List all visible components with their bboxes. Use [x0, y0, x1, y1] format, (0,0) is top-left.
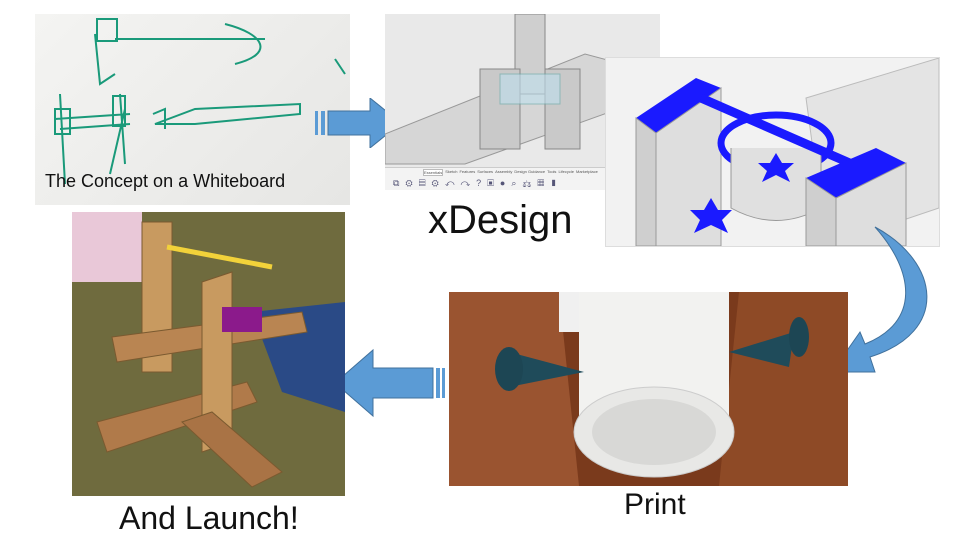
catapult: [72, 212, 345, 496]
tab-lifecycle: Lifecycle: [558, 169, 574, 174]
xdesign-model: [385, 14, 660, 165]
xdesign-caption: xDesign: [428, 198, 573, 242]
launch-caption: And Launch!: [119, 500, 299, 536]
printed-part: [449, 292, 848, 486]
xdesign-screenshot: Essentials Sketch Features Surfaces Asse…: [385, 14, 660, 190]
tab-design-guidance: Design Guidance: [514, 169, 546, 174]
tab-marketplace: Marketplace: [576, 169, 598, 174]
tab-assembly: Assembly: [495, 169, 513, 174]
model-render-image: [605, 57, 940, 247]
tab-tools: Tools: [547, 169, 557, 174]
whiteboard-caption: The Concept on a Whiteboard: [45, 171, 286, 191]
whiteboard-image: The Concept on a Whiteboard: [35, 14, 350, 205]
toolbar-icons: ⧉⚙▤⚙↶↷?▣●⌕⚖▦▮: [393, 178, 564, 188]
print-photo: [449, 292, 848, 486]
launch-photo: [72, 212, 345, 496]
curved-arrow-icon: [831, 226, 928, 373]
tab-features: Features: [459, 169, 476, 174]
tab-essentials: Essentials: [423, 169, 444, 176]
print-caption: Print: [624, 488, 686, 521]
whiteboard-sketch: [54, 18, 346, 185]
xdesign-toolbar: Essentials Sketch Features Surfaces Asse…: [385, 167, 660, 190]
model-render: [635, 58, 939, 246]
left-arrow-icon: [334, 348, 445, 418]
tab-surfaces: Surfaces: [477, 169, 494, 174]
tab-sketch: Sketch: [445, 169, 458, 174]
